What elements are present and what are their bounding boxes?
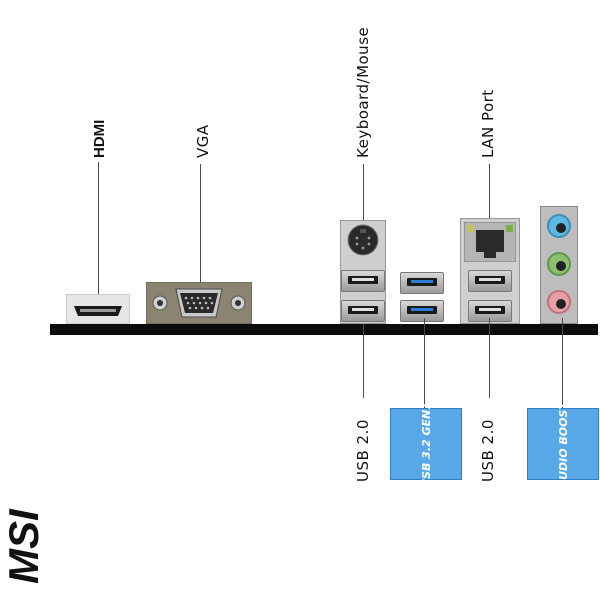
lan-leader-line <box>489 164 490 220</box>
io-shield-bar <box>50 324 598 335</box>
svg-text:HDMI: HDMI <box>91 120 108 158</box>
usb20-port-left-top <box>341 270 385 292</box>
usb20-port-right-bottom <box>468 300 512 322</box>
audio-leader-line <box>562 318 563 408</box>
svg-text:MSI: MSI <box>0 508 44 584</box>
usb20-port-right-top <box>468 270 512 292</box>
vga-label: VGA <box>194 124 212 158</box>
audio-jack-mic-in <box>547 290 571 314</box>
usb32-port-top <box>400 272 444 294</box>
usb20-right-label: USB 2.0 <box>479 419 497 482</box>
usb20-left-label: USB 2.0 <box>354 419 372 482</box>
ps2-leader-line <box>363 164 364 222</box>
usb32-leader-line <box>424 318 425 408</box>
audio-boost-badge-text: AUDIO BOOST <box>557 402 570 488</box>
vga-leader-line <box>200 164 201 292</box>
usb20-port-left-bottom <box>341 300 385 322</box>
msi-logo: MSI <box>0 508 44 584</box>
usb20-left-leader-line <box>363 324 364 398</box>
ps2-port <box>347 224 379 256</box>
hdmi-leader-line <box>98 162 99 324</box>
audio-jack-line-in <box>547 214 571 238</box>
usb32-badge-text: USB 3.2 GEN1 <box>420 402 433 488</box>
usb32-port-bottom <box>400 300 444 322</box>
usb20-right-leader-line <box>489 318 490 398</box>
usb32-gen1-badge: USB 3.2 GEN1 <box>390 402 462 488</box>
hdmi-logo: HDMI <box>91 120 108 158</box>
audio-jack-line-out <box>547 252 571 276</box>
lan-port-label: LAN Port <box>479 89 497 158</box>
hdmi-port <box>65 293 131 325</box>
vga-port <box>145 281 253 325</box>
keyboard-mouse-label: Keyboard/Mouse <box>354 26 372 158</box>
audio-boost-badge: AUDIO BOOST <box>527 402 599 488</box>
lan-port <box>463 221 517 263</box>
